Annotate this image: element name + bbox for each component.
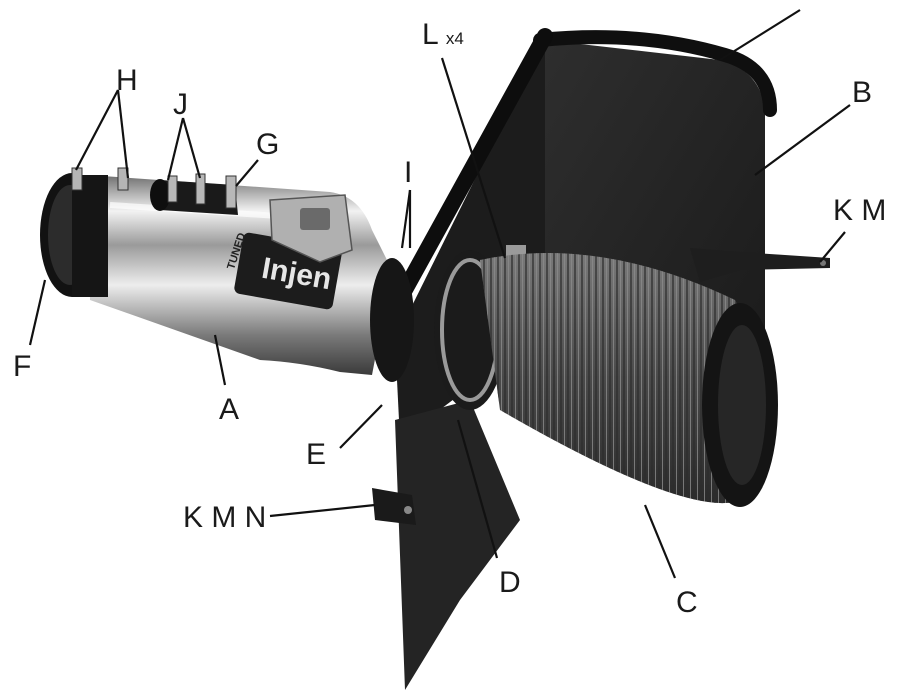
callout-h: H <box>116 64 138 97</box>
callout-c: C <box>676 586 698 619</box>
leader-i1 <box>400 189 412 249</box>
callout-l: L x4 <box>422 20 464 50</box>
maf-port <box>300 208 330 230</box>
filter-clamp-screw <box>506 245 526 257</box>
callout-e: E <box>306 438 327 471</box>
clamp-g <box>225 175 237 209</box>
callout-j: J <box>173 88 188 121</box>
coupler-left-body <box>72 175 108 297</box>
breather-tube-end <box>150 179 170 211</box>
bracket-bolt-lower <box>404 506 412 514</box>
heat-shield-edge-trim <box>533 30 777 117</box>
leader-j2 <box>181 117 202 179</box>
air-filter-endcap-inner <box>718 325 766 485</box>
leader-j1 <box>166 117 185 181</box>
mount-bracket-right <box>690 248 830 282</box>
leader-top-right <box>719 9 801 61</box>
callout-km-right: K M <box>833 194 887 227</box>
leader-km-right <box>819 231 846 263</box>
leader-kmn <box>269 503 376 518</box>
leader-c <box>643 504 677 579</box>
leader-b <box>754 104 851 176</box>
leader-h1 <box>75 89 119 171</box>
callout-l-qty: x4 <box>445 29 464 48</box>
callout-d: D <box>499 566 521 599</box>
heat-shield-lower-panel <box>395 400 520 690</box>
callout-i: I <box>404 156 413 189</box>
leader-a <box>213 334 227 386</box>
hose-clamp-h1 <box>71 167 83 191</box>
callout-a: A <box>219 393 240 426</box>
leader-h2 <box>116 89 130 179</box>
leader-g <box>235 159 259 187</box>
callout-l-letter: L <box>422 18 438 51</box>
leader-lines <box>28 9 851 579</box>
callout-f: F <box>13 350 32 383</box>
callout-g: G <box>256 128 280 161</box>
leader-l <box>440 57 507 259</box>
air-filter-pleats <box>480 253 760 504</box>
callout-kmn: K M N <box>183 501 267 534</box>
clamp-j2 <box>195 173 206 205</box>
leader-d <box>456 419 499 559</box>
leader-f <box>28 279 47 346</box>
coupler-mid <box>370 258 414 382</box>
leader-e <box>339 404 383 449</box>
clamp-j1 <box>167 175 178 203</box>
hose-clamp-h2 <box>117 167 129 191</box>
callout-b: B <box>852 76 873 109</box>
mount-bracket-lower <box>372 488 416 525</box>
